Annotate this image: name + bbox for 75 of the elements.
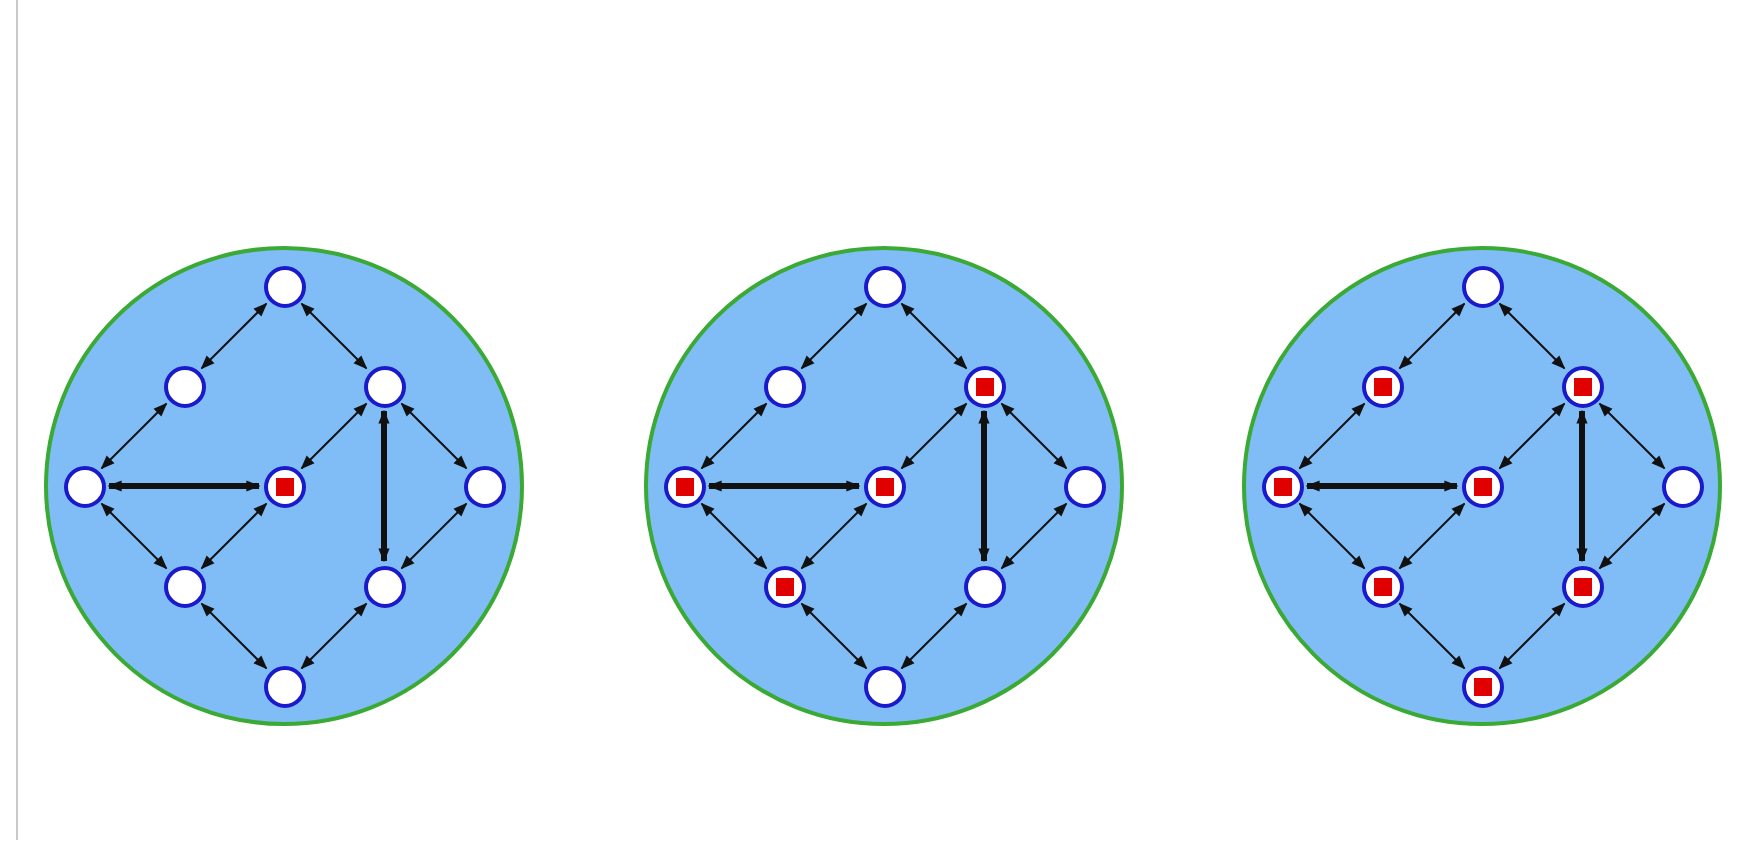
arrow [1576, 409, 1588, 563]
arrow [100, 402, 168, 470]
arrow [978, 409, 990, 563]
marker-square [1373, 377, 1391, 395]
marker-square [775, 577, 793, 595]
marker-square [1573, 577, 1591, 595]
arrow [800, 502, 868, 570]
arrow [800, 602, 868, 670]
arrow [1000, 402, 1068, 470]
arrow [900, 402, 968, 470]
arrow [1498, 402, 1566, 470]
node-circle [963, 365, 1005, 407]
node-circle [1461, 665, 1503, 707]
arrow [1000, 502, 1068, 570]
arrow [900, 602, 968, 670]
node-circle [1461, 465, 1503, 507]
marker-square [1473, 677, 1491, 695]
arrow [1298, 402, 1366, 470]
node-circle [363, 365, 405, 407]
marker-square [875, 477, 893, 495]
node-circle [163, 365, 205, 407]
node-circle [663, 465, 705, 507]
arrow [1598, 502, 1666, 570]
arrow [1498, 302, 1566, 370]
arrow [1398, 302, 1466, 370]
arrow [1598, 402, 1666, 470]
arrow [200, 302, 268, 370]
node-circle [863, 665, 905, 707]
node-circle [1461, 265, 1503, 307]
node-circle [1063, 465, 1105, 507]
marker-square [1573, 377, 1591, 395]
arrow [200, 502, 268, 570]
arrow [400, 402, 468, 470]
arrow [900, 302, 968, 370]
node-circle [763, 565, 805, 607]
arrow [1398, 502, 1466, 570]
arrow [700, 402, 768, 470]
marker-square [975, 377, 993, 395]
arrow [1498, 602, 1566, 670]
arrow [300, 602, 368, 670]
node-circle [1361, 365, 1403, 407]
node-circle [1661, 465, 1703, 507]
marker-square [1473, 477, 1491, 495]
node-circle [263, 265, 305, 307]
node-circle [263, 465, 305, 507]
node-circle [1561, 365, 1603, 407]
arrow [300, 402, 368, 470]
node-circle [963, 565, 1005, 607]
arrow [700, 502, 768, 570]
node-circle [863, 465, 905, 507]
arrow [378, 409, 390, 563]
node-circle [1361, 565, 1403, 607]
arrow [300, 302, 368, 370]
node-circle [863, 265, 905, 307]
arrow [400, 502, 468, 570]
node-circle [763, 365, 805, 407]
node-circle [263, 665, 305, 707]
arrow [1398, 602, 1466, 670]
node-circle [63, 465, 105, 507]
arrow [200, 602, 268, 670]
marker-square [275, 477, 293, 495]
node-circle [463, 465, 505, 507]
node-circle [163, 565, 205, 607]
marker-square [675, 477, 693, 495]
arrow [707, 480, 861, 492]
arrow [100, 502, 168, 570]
arrow [107, 480, 261, 492]
arrow [800, 302, 868, 370]
marker-square [1273, 477, 1291, 495]
marker-square [1373, 577, 1391, 595]
arrow [1298, 502, 1366, 570]
node-circle [363, 565, 405, 607]
arrow [1305, 480, 1459, 492]
node-circle [1261, 465, 1303, 507]
node-circle [1561, 565, 1603, 607]
